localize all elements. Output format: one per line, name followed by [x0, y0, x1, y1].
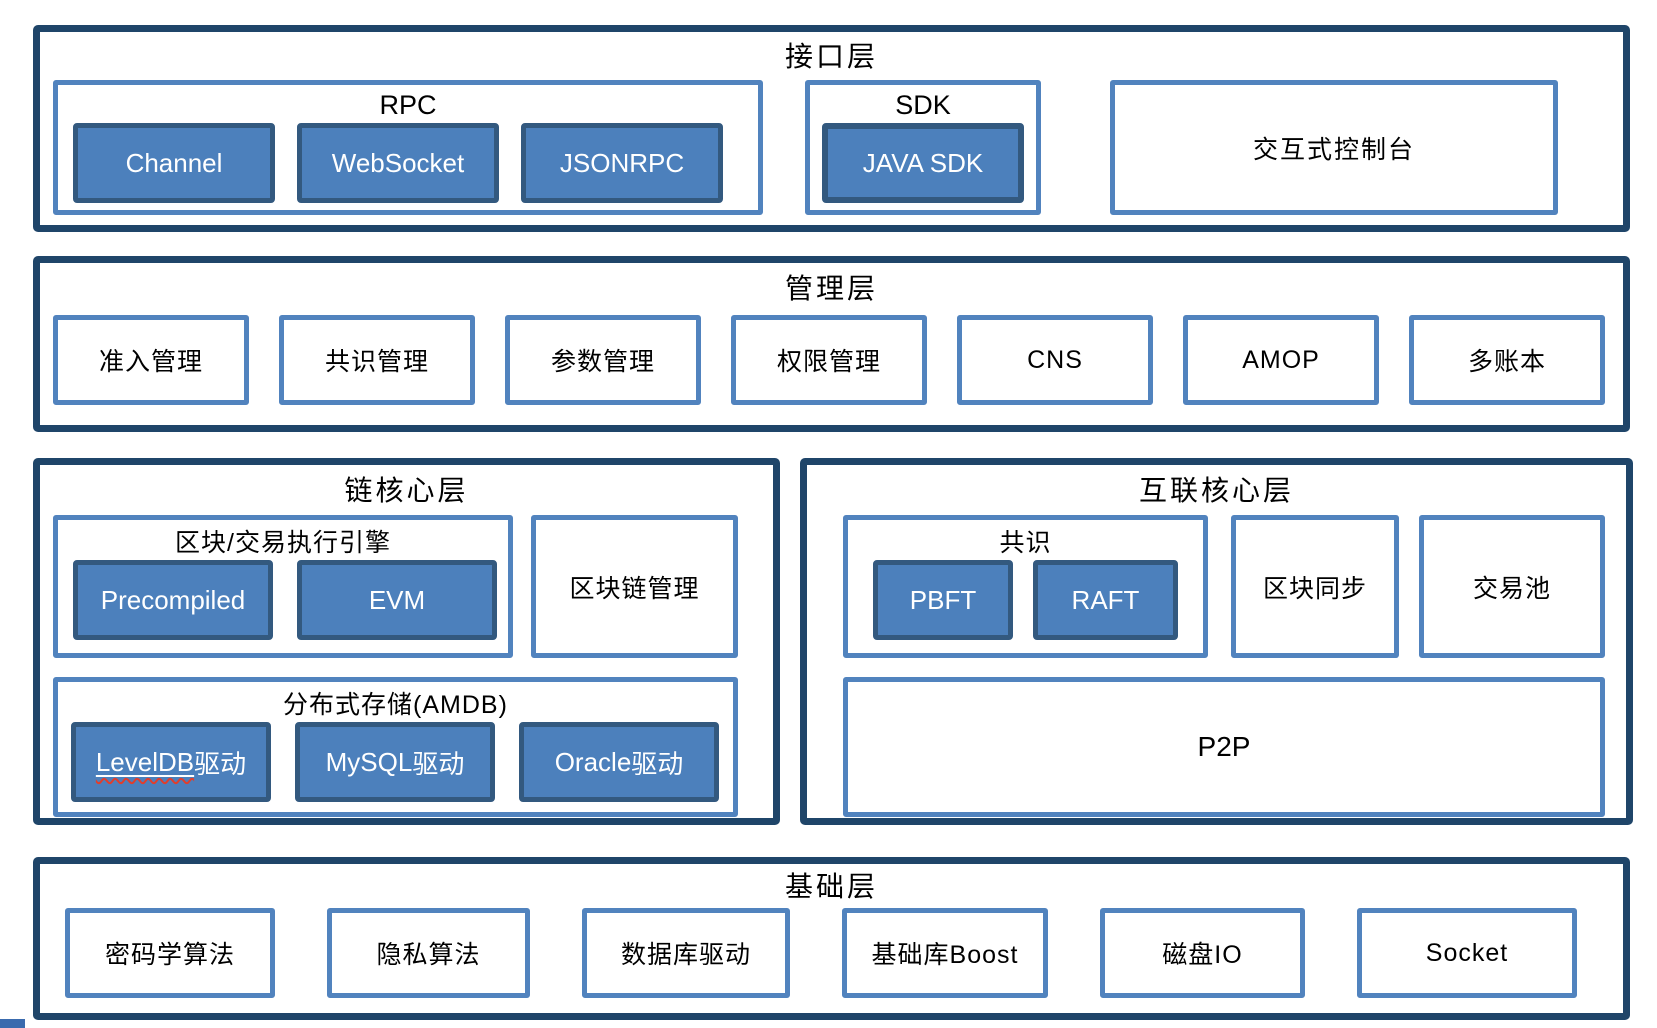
tx-pool-box: 交易池	[1419, 515, 1605, 658]
p2p-box: P2P	[843, 677, 1605, 817]
execution-engine-label: 区块/交易执行引擎	[175, 529, 391, 557]
layer-management-title: 管理层	[784, 273, 878, 304]
jsonrpc-box: JSONRPC	[521, 123, 723, 203]
sdk-group-label: SDK	[895, 89, 951, 120]
interactive-console-box: 交互式控制台	[1110, 80, 1558, 215]
blockchain-management-box: 区块链管理	[531, 515, 738, 658]
layer-interconnect-core: 互联核心层 共识 PBFT RAFT 区块同步 交易池 P2P	[800, 458, 1633, 825]
access-management-box: 准入管理	[53, 315, 249, 405]
cns-box: CNS	[957, 315, 1153, 405]
oracle-suffix: 驱动	[631, 748, 684, 779]
raft-box: RAFT	[1033, 560, 1178, 640]
rpc-group-label: RPC	[379, 89, 437, 120]
layer-interconnect-core-title: 互联核心层	[1138, 475, 1294, 506]
layer-foundation: 基础层 密码学算法 隐私算法 数据库驱动 基础库Boost 磁盘IO Socke…	[33, 857, 1630, 1020]
boost-library-box: 基础库Boost	[842, 908, 1048, 998]
layer-interface: 接口层 RPC Channel WebSocket JSONRPC SDK JA…	[33, 25, 1630, 232]
mysql-suffix: 驱动	[412, 748, 465, 779]
consensus-group-label: 共识	[999, 529, 1052, 557]
privacy-algorithm-box: 隐私算法	[327, 908, 530, 998]
cryptography-box: 密码学算法	[65, 908, 275, 998]
socket-box: Socket	[1357, 908, 1577, 998]
java-sdk-box: JAVA SDK	[822, 123, 1024, 203]
sdk-group: SDK JAVA SDK	[805, 80, 1041, 215]
pbft-box: PBFT	[873, 560, 1013, 640]
layer-foundation-title: 基础层	[784, 871, 878, 902]
leveldb-word: LevelDB	[95, 746, 195, 777]
precompiled-box: Precompiled	[73, 560, 273, 640]
parameter-management-box: 参数管理	[505, 315, 701, 405]
execution-engine-group: 区块/交易执行引擎 Precompiled EVM	[53, 515, 513, 658]
leveldb-suffix: 驱动	[194, 748, 247, 779]
websocket-box: WebSocket	[297, 123, 499, 203]
mysql-word: MySQL	[325, 746, 413, 777]
layer-chain-core: 链核心层 区块/交易执行引擎 Precompiled EVM 区块链管理 分布式…	[33, 458, 780, 825]
block-sync-box: 区块同步	[1231, 515, 1399, 658]
distributed-storage-label: 分布式存储(AMDB)	[283, 691, 508, 719]
layer-interface-title: 接口层	[784, 40, 878, 72]
layer-chain-core-title: 链核心层	[344, 475, 469, 506]
amop-box: AMOP	[1183, 315, 1379, 405]
permission-management-box: 权限管理	[731, 315, 927, 405]
database-driver-box: 数据库驱动	[582, 908, 790, 998]
disk-io-box: 磁盘IO	[1100, 908, 1305, 998]
channel-box: Channel	[73, 123, 275, 203]
consensus-management-box: 共识管理	[279, 315, 475, 405]
bottom-left-accent-bar	[0, 1019, 25, 1028]
consensus-group: 共识 PBFT RAFT	[843, 515, 1208, 658]
evm-box: EVM	[297, 560, 497, 640]
rpc-group: RPC Channel WebSocket JSONRPC	[53, 80, 763, 215]
oracle-word: Oracle	[554, 746, 632, 777]
multi-ledger-box: 多账本	[1409, 315, 1605, 405]
layer-management: 管理层 准入管理 共识管理 参数管理 权限管理 CNS AMOP 多账本	[33, 256, 1630, 432]
